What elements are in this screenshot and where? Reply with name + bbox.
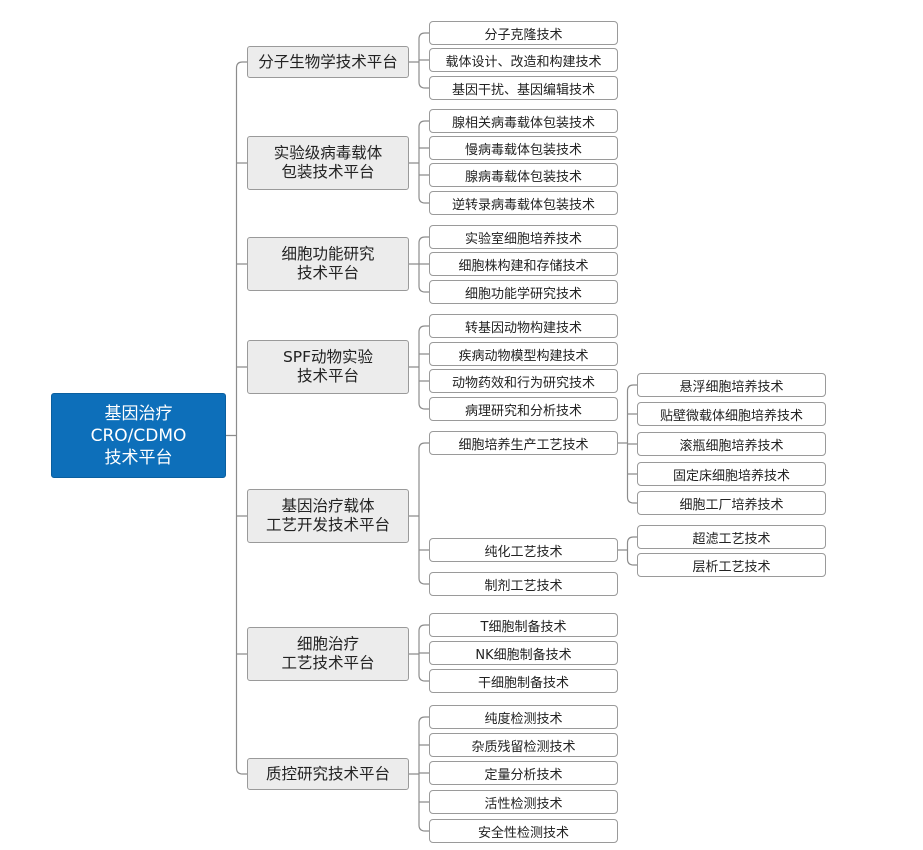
tech-item: 活性检测技术	[429, 790, 618, 814]
connector-line	[409, 442, 429, 585]
tech-item: 杂质残留检测技术	[429, 733, 618, 757]
connector-line	[618, 536, 637, 566]
tech-item: 实验室细胞培养技术	[429, 225, 618, 249]
platform-cell-function: 细胞功能研究 技术平台	[247, 237, 409, 291]
connector-line	[409, 624, 429, 682]
tech-item: 细胞功能学研究技术	[429, 280, 618, 304]
sub-tech-item: 超滤工艺技术	[637, 525, 826, 549]
tech-item: 纯化工艺技术	[429, 538, 618, 562]
tech-item: 安全性检测技术	[429, 819, 618, 843]
sub-tech-item: 固定床细胞培养技术	[637, 462, 826, 486]
tech-item: 动物药效和行为研究技术	[429, 369, 618, 393]
tech-item: 腺病毒载体包装技术	[429, 163, 618, 187]
tech-item: 载体设计、改造和构建技术	[429, 48, 618, 72]
sub-tech-item: 层析工艺技术	[637, 553, 826, 577]
sub-tech-item: 悬浮细胞培养技术	[637, 373, 826, 397]
tech-item: 纯度检测技术	[429, 705, 618, 729]
sub-tech-item: 滚瓶细胞培养技术	[637, 432, 826, 456]
tech-item: 细胞株构建和存储技术	[429, 252, 618, 276]
tech-item: 细胞培养生产工艺技术	[429, 431, 618, 455]
tech-item: 干细胞制备技术	[429, 669, 618, 693]
platform-cell-therapy: 细胞治疗 工艺技术平台	[247, 627, 409, 681]
connector-line	[409, 716, 429, 832]
tech-item: 定量分析技术	[429, 761, 618, 785]
tech-item: 分子克隆技术	[429, 21, 618, 45]
connector-line	[409, 32, 429, 89]
connector-line	[226, 61, 247, 775]
tech-item: 转基因动物构建技术	[429, 314, 618, 338]
platform-vector-process: 基因治疗载体 工艺开发技术平台	[247, 489, 409, 543]
platform-spf-animal: SPF动物实验 技术平台	[247, 340, 409, 394]
connector-line	[409, 120, 429, 204]
tech-item: 制剂工艺技术	[429, 572, 618, 596]
tech-item: 疾病动物模型构建技术	[429, 342, 618, 366]
tech-item: 基因干扰、基因编辑技术	[429, 76, 618, 100]
platform-molecular-biology: 分子生物学技术平台	[247, 46, 409, 78]
connector-line	[409, 325, 429, 410]
connector-line	[409, 236, 429, 293]
platform-quality-control: 质控研究技术平台	[247, 758, 409, 790]
tech-item: T细胞制备技术	[429, 613, 618, 637]
platform-viral-vector-packaging: 实验级病毒载体 包装技术平台	[247, 136, 409, 190]
sub-tech-item: 细胞工厂培养技术	[637, 491, 826, 515]
tech-item: 腺相关病毒载体包装技术	[429, 109, 618, 133]
connector-line	[618, 384, 637, 504]
root-node: 基因治疗 CRO/CDMO 技术平台	[51, 393, 226, 478]
tech-item: 病理研究和分析技术	[429, 397, 618, 421]
tech-item: NK细胞制备技术	[429, 641, 618, 665]
sub-tech-item: 贴壁微载体细胞培养技术	[637, 402, 826, 426]
tech-item: 逆转录病毒载体包装技术	[429, 191, 618, 215]
tech-item: 慢病毒载体包装技术	[429, 136, 618, 160]
